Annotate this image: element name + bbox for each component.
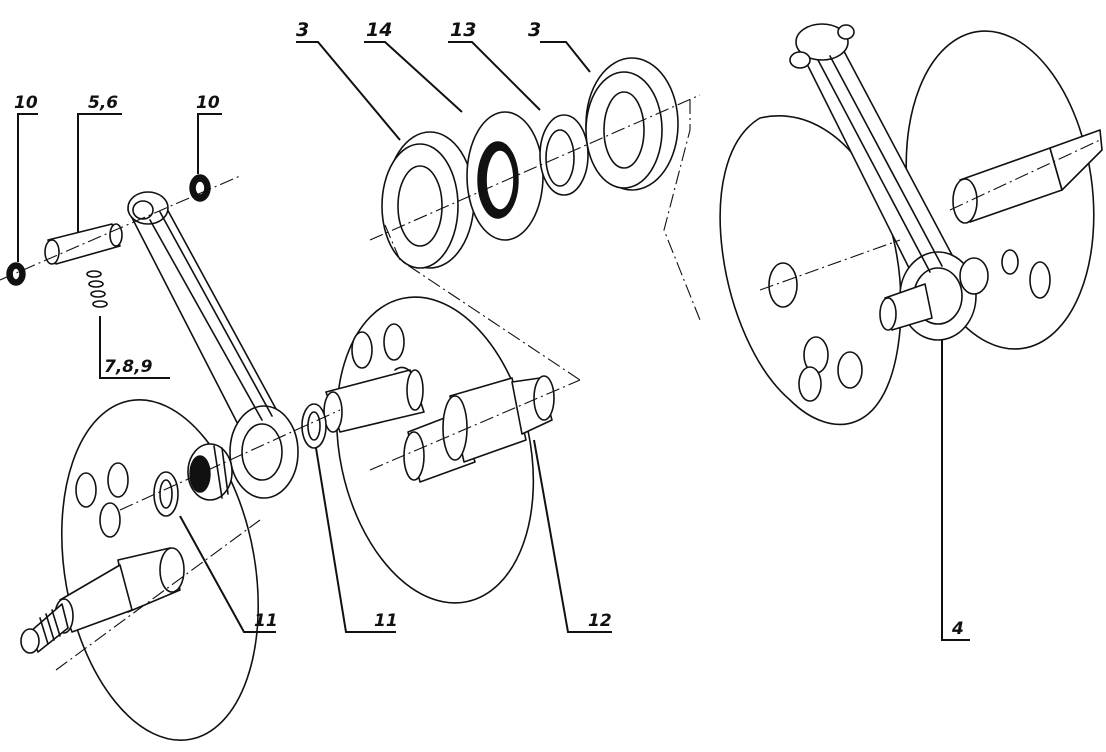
callout-3-left: 3 — [296, 19, 309, 41]
ball-bearing-3-left — [381, 131, 475, 269]
circlip-10-right — [189, 174, 211, 202]
needle-bearing — [187, 443, 233, 501]
callout-12: 12 — [588, 611, 612, 631]
axis-lines — [0, 94, 1101, 671]
right-crank-shaft — [952, 129, 1103, 224]
shim-set-7-8-9 — [86, 270, 108, 308]
callout-5-6: 5,6 — [88, 93, 118, 113]
left-crank-shaft — [20, 547, 185, 654]
right-connecting-rod — [789, 23, 989, 341]
callout-7-8-9: 7,8,9 — [104, 357, 153, 377]
thrust-washer-11-left — [153, 471, 179, 517]
crank-pin — [323, 366, 425, 433]
callout-leaders — [17, 41, 970, 641]
callout-10-left: 10 — [14, 93, 38, 113]
callout-14: 14 — [366, 19, 392, 41]
callout-4: 4 — [951, 619, 964, 639]
oil-seal-14 — [466, 111, 544, 241]
callout-13: 13 — [450, 19, 476, 41]
callout-11-mid: 11 — [374, 611, 398, 631]
left-connecting-rod — [127, 191, 299, 499]
callout-3-right: 3 — [528, 19, 541, 41]
callout-11-left: 11 — [254, 611, 278, 631]
spacer-ring-13 — [539, 114, 589, 196]
circlip-10-left — [6, 262, 26, 286]
callout-10-right: 10 — [196, 93, 220, 113]
main-journal-12 — [403, 375, 555, 483]
ball-bearing-3-right — [585, 57, 679, 191]
callout-labels: 10 5,6 10 7,8,9 3 14 13 3 11 11 12 4 — [14, 19, 964, 639]
thrust-washer-11-mid — [301, 403, 327, 449]
